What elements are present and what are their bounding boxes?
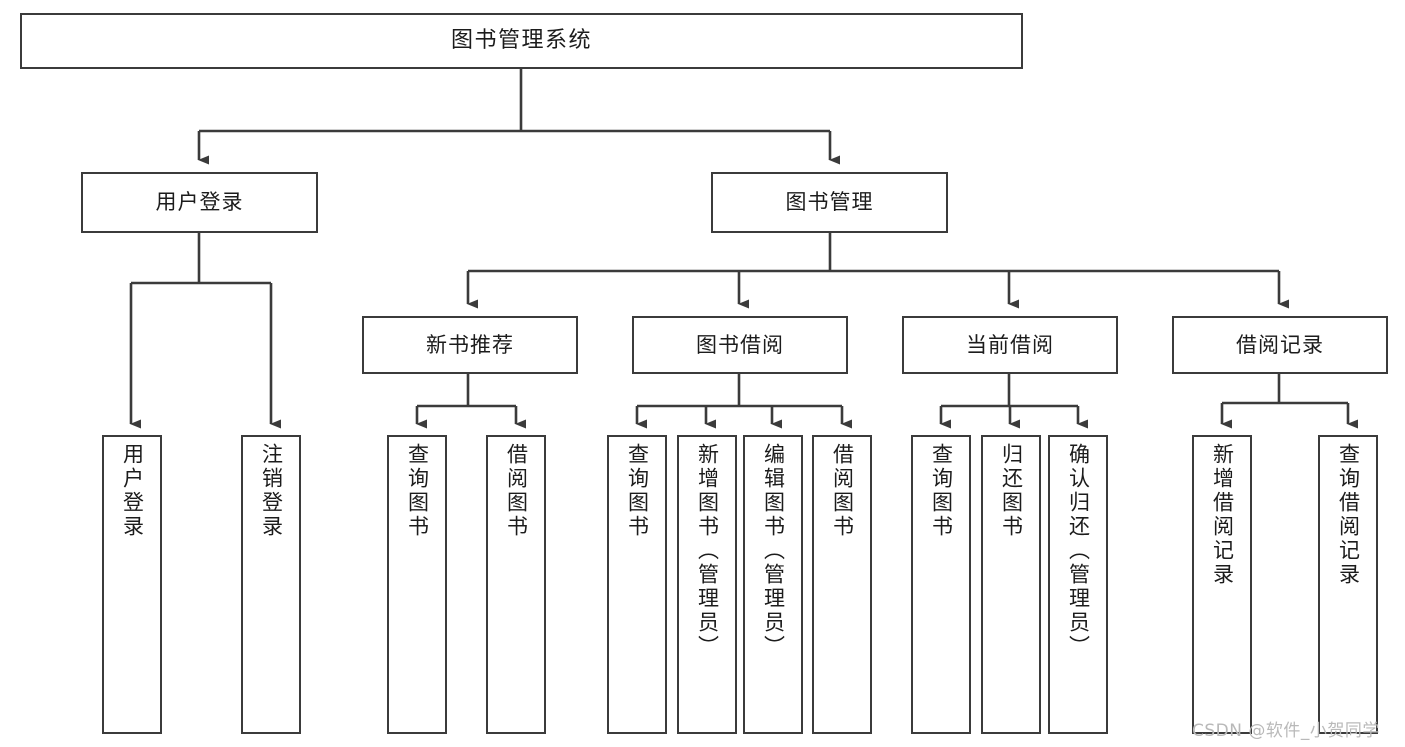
node-new-book-recommend[interactable]: 新书推荐	[362, 316, 578, 374]
leaf-add-borrow-record[interactable]: 新增借阅记录	[1192, 435, 1252, 734]
node-label: 借阅记录	[1236, 332, 1324, 357]
node-borrow-record[interactable]: 借阅记录	[1172, 316, 1388, 374]
node-label: 用户登录	[155, 190, 244, 215]
node-label: 查询借阅记录	[1336, 443, 1361, 587]
leaf-confirm-return-admin[interactable]: 确认归还（管理员）	[1048, 435, 1108, 734]
node-current-borrow[interactable]: 当前借阅	[902, 316, 1118, 374]
node-book-management[interactable]: 图书管理	[711, 172, 948, 233]
node-label: 新书推荐	[426, 332, 514, 357]
node-label: 图书管理	[785, 190, 874, 215]
node-label: 图书管理系统	[450, 28, 592, 54]
node-label: 确认归还（管理员）	[1066, 443, 1091, 659]
node-root-book-management-system[interactable]: 图书管理系统	[20, 13, 1023, 69]
node-user-login[interactable]: 用户登录	[81, 172, 318, 233]
leaf-logout-login[interactable]: 注销登录	[241, 435, 301, 734]
leaf-edit-book-admin[interactable]: 编辑图书（管理员）	[743, 435, 803, 734]
node-label: 注销登录	[259, 443, 284, 539]
node-label: 图书借阅	[696, 332, 784, 357]
node-label: 用户登录	[120, 443, 145, 539]
node-book-borrow[interactable]: 图书借阅	[632, 316, 848, 374]
node-label: 当前借阅	[966, 332, 1054, 357]
leaf-add-book-admin[interactable]: 新增图书（管理员）	[677, 435, 737, 734]
node-label: 查询图书	[625, 443, 650, 539]
leaf-user-login[interactable]: 用户登录	[102, 435, 162, 734]
leaf-borrow-book-recommend[interactable]: 借阅图书	[486, 435, 546, 734]
leaf-borrow-book[interactable]: 借阅图书	[812, 435, 872, 734]
leaf-return-book[interactable]: 归还图书	[981, 435, 1041, 734]
leaf-query-book-current[interactable]: 查询图书	[911, 435, 971, 734]
node-label: 查询图书	[929, 443, 954, 539]
node-label: 新增图书（管理员）	[695, 443, 720, 659]
node-label: 借阅图书	[830, 443, 855, 539]
node-label: 编辑图书（管理员）	[761, 443, 786, 659]
node-label: 查询图书	[405, 443, 430, 539]
node-label: 归还图书	[999, 443, 1024, 539]
leaf-query-book-recommend[interactable]: 查询图书	[387, 435, 447, 734]
leaf-query-borrow-record[interactable]: 查询借阅记录	[1318, 435, 1378, 734]
node-label: 借阅图书	[504, 443, 529, 539]
node-label: 新增借阅记录	[1210, 443, 1235, 587]
leaf-query-book-borrow[interactable]: 查询图书	[607, 435, 667, 734]
